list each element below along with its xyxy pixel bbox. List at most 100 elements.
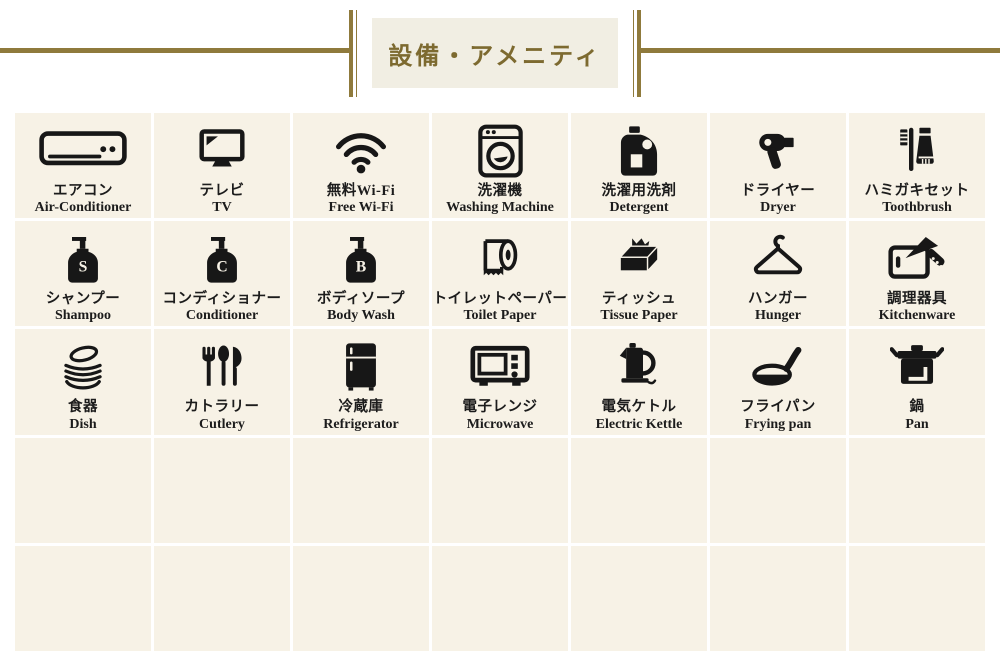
amenity-label-en: Kitchenware bbox=[878, 308, 956, 324]
header-rule-left bbox=[0, 48, 350, 53]
header-bar-left bbox=[349, 10, 357, 97]
amenity-cell-toilet-paper: トイレットペーパー Toilet Paper bbox=[432, 221, 568, 327]
amenity-cell-microwave: 電子レンジ Microwave bbox=[432, 329, 568, 435]
amenity-cell-toothbrush: ハミガキセット Toothbrush bbox=[849, 113, 985, 219]
amenity-label-jp: シャンプー bbox=[45, 291, 121, 308]
amenity-cell-body-wash: B ボディソープ Body Wash bbox=[293, 221, 429, 327]
amenity-label-jp: 冷蔵庫 bbox=[338, 399, 384, 416]
amenity-label-jp: 洗濯用洗剤 bbox=[601, 183, 677, 199]
amenity-label-en: Body Wash bbox=[327, 308, 395, 324]
amenity-label-jp: ハンガー bbox=[748, 291, 808, 308]
amenity-label-en: Toilet Paper bbox=[463, 308, 537, 324]
amenity-label-jp: 電子レンジ bbox=[462, 399, 538, 416]
tissue-box-icon bbox=[611, 231, 667, 287]
amenity-label-en: Dish bbox=[69, 416, 97, 432]
conditioner-bottle-icon: C bbox=[200, 231, 244, 287]
amenity-label-en: Detergent bbox=[609, 200, 669, 216]
amenity-cell-detergent: 洗濯用洗剤 Detergent bbox=[571, 113, 707, 219]
refrigerator-icon bbox=[339, 339, 383, 395]
empty-cell bbox=[15, 437, 151, 543]
toothbrush-icon bbox=[893, 123, 941, 179]
detergent-icon bbox=[616, 123, 662, 179]
amenity-label-jp: コンディショナー bbox=[162, 291, 282, 308]
electric-kettle-icon bbox=[615, 339, 663, 395]
page-title: 設備・アメニティ bbox=[388, 43, 602, 70]
empty-cell bbox=[710, 437, 846, 543]
amenity-label-jp: ハミガキセット bbox=[864, 183, 970, 199]
amenity-label-en: Microwave bbox=[466, 416, 534, 432]
tv-icon bbox=[196, 123, 248, 179]
empty-cell bbox=[432, 545, 568, 651]
shampoo-letter: S bbox=[79, 259, 88, 276]
empty-cell bbox=[571, 545, 707, 651]
amenity-label-en: Electric Kettle bbox=[595, 416, 683, 432]
amenity-cell-pot: 鍋 Pan bbox=[849, 329, 985, 435]
amenity-label-en: Conditioner bbox=[185, 308, 259, 324]
wifi-icon bbox=[332, 123, 390, 179]
amenity-label-jp: テレビ bbox=[199, 183, 245, 199]
amenity-label-jp: トイレットペーパー bbox=[432, 291, 568, 308]
amenity-cell-electric-kettle: 電気ケトル Electric Kettle bbox=[571, 329, 707, 435]
empty-cell bbox=[849, 545, 985, 651]
amenity-label-jp: ボディソープ bbox=[316, 291, 406, 308]
hair-dryer-icon bbox=[753, 123, 803, 179]
amenity-cell-washing-machine: 洗濯機 Washing Machine bbox=[432, 113, 568, 219]
amenity-label-jp: 洗濯機 bbox=[477, 183, 523, 199]
body-wash-bottle-icon: B bbox=[339, 231, 383, 287]
empty-cell bbox=[432, 437, 568, 543]
amenity-label-en: Dryer bbox=[760, 200, 796, 216]
empty-cell bbox=[15, 545, 151, 651]
amenity-label-jp: エアコン bbox=[53, 183, 113, 199]
microwave-icon bbox=[470, 339, 530, 395]
empty-cell bbox=[849, 437, 985, 543]
pot-icon bbox=[890, 339, 944, 395]
amenity-label-en: Toothbrush bbox=[882, 200, 952, 216]
shampoo-bottle-icon: S bbox=[61, 231, 105, 287]
section-title-box: 設備・アメニティ bbox=[372, 18, 618, 88]
amenity-label-en: Free Wi-Fi bbox=[328, 200, 394, 216]
cutlery-icon bbox=[197, 339, 247, 395]
amenity-label-jp: ドライヤー bbox=[740, 183, 816, 199]
amenity-label-jp: 調理器具 bbox=[887, 291, 947, 308]
amenity-label-jp: 電気ケトル bbox=[601, 399, 677, 416]
amenity-cell-cutlery: カトラリー Cutlery bbox=[154, 329, 290, 435]
amenity-label-en: Cutlery bbox=[199, 416, 245, 432]
empty-cell bbox=[571, 437, 707, 543]
amenity-grid: エアコン Air-Conditioner テレビ TV 無料Wi-Fi bbox=[15, 113, 985, 651]
header-bar-right bbox=[633, 10, 641, 97]
amenity-label-jp: 無料Wi-Fi bbox=[326, 183, 396, 199]
amenity-cell-conditioner: C コンディショナー Conditioner bbox=[154, 221, 290, 327]
amenity-label-jp: カトラリー bbox=[184, 399, 260, 416]
amenity-cell-hanger: ハンガー Hunger bbox=[710, 221, 846, 327]
air-conditioner-icon bbox=[37, 123, 129, 179]
amenity-cell-refrigerator: 冷蔵庫 Refrigerator bbox=[293, 329, 429, 435]
amenity-label-en: Frying pan bbox=[744, 416, 812, 432]
amenity-cell-shampoo: S シャンプー Shampoo bbox=[15, 221, 151, 327]
amenity-label-en: Pan bbox=[905, 416, 929, 432]
amenity-label-jp: フライパン bbox=[740, 399, 816, 416]
amenity-label-en: Tissue Paper bbox=[600, 308, 678, 324]
amenity-cell-dryer: ドライヤー Dryer bbox=[710, 113, 846, 219]
washing-machine-icon bbox=[477, 123, 524, 179]
dish-stack-icon bbox=[57, 339, 109, 395]
amenity-cell-dish: 食器 Dish bbox=[15, 329, 151, 435]
amenity-label-jp: 鍋 bbox=[909, 399, 925, 416]
amenity-label-en: Hunger bbox=[755, 308, 801, 324]
amenity-label-en: TV bbox=[212, 200, 232, 216]
conditioner-letter: C bbox=[216, 259, 227, 276]
amenity-label-en: Shampoo bbox=[54, 308, 112, 324]
amenity-cell-tv: テレビ TV bbox=[154, 113, 290, 219]
amenity-label-en: Air-Conditioner bbox=[34, 200, 132, 216]
toilet-paper-icon bbox=[474, 231, 526, 287]
empty-cell bbox=[710, 545, 846, 651]
amenity-cell-frying-pan: フライパン Frying pan bbox=[710, 329, 846, 435]
empty-cell bbox=[154, 437, 290, 543]
amenity-cell-kitchenware: 調理器具 Kitchenware bbox=[849, 221, 985, 327]
amenity-label-jp: ティッシュ bbox=[601, 291, 677, 308]
body-wash-letter: B bbox=[356, 259, 367, 276]
empty-cell bbox=[293, 545, 429, 651]
amenity-cell-wifi: 無料Wi-Fi Free Wi-Fi bbox=[293, 113, 429, 219]
cutting-board-knife-icon bbox=[888, 231, 946, 287]
amenity-label-en: Refrigerator bbox=[323, 416, 399, 432]
amenity-label-jp: 食器 bbox=[68, 399, 98, 416]
